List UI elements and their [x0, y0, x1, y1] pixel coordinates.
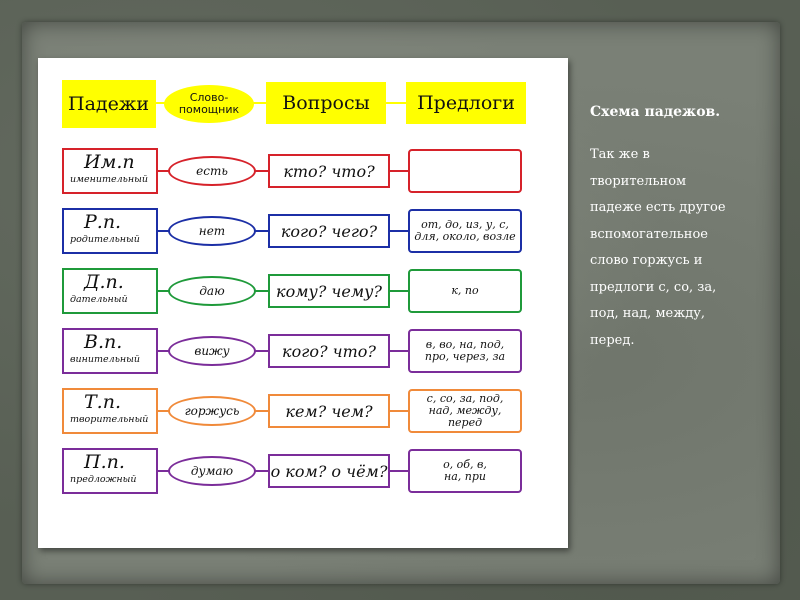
helper-word-oval: даю [168, 276, 256, 306]
case-box: В.п.винительный [62, 328, 158, 374]
header-questions: Вопросы [266, 82, 386, 124]
case-abbreviation: Р.п. [84, 211, 122, 233]
question-box: кого? что? [268, 334, 390, 368]
helper-word-oval: есть [168, 156, 256, 186]
preposition-line: над, между, [428, 404, 502, 417]
case-full-name: творительный [70, 414, 149, 425]
case-full-name: родительный [70, 234, 140, 245]
header-helper-line1: Слово- [189, 91, 229, 104]
prepositions-box: от, до, из, у, с,для, около, возле [408, 209, 522, 253]
panel-title: Схема падежов. [590, 104, 721, 120]
case-abbreviation: В.п. [84, 331, 123, 353]
prepositions-box: о, об, в,на, при [408, 449, 522, 493]
question-box: о ком? о чём? [268, 454, 390, 488]
case-abbreviation: Им.п [84, 151, 135, 173]
helper-word-oval: нет [168, 216, 256, 246]
prepositions-box: к, по [408, 269, 522, 313]
case-full-name: дательный [70, 294, 128, 305]
case-abbreviation: Д.п. [84, 271, 124, 293]
question-box: кого? чего? [268, 214, 390, 248]
preposition-line: к, по [451, 284, 479, 297]
header-helper-word: Слово- помощник [164, 85, 254, 123]
header-prepositions: Предлоги [406, 82, 526, 124]
helper-word-oval: вижу [168, 336, 256, 366]
preposition-line: о, об, в, [443, 458, 487, 471]
question-box: кому? чему? [268, 274, 390, 308]
header-helper-line2: помощник [178, 103, 240, 116]
preposition-line: перед [447, 416, 483, 429]
case-abbreviation: П.п. [84, 451, 125, 473]
preposition-line: про, через, за [424, 350, 506, 363]
question-box: кем? чем? [268, 394, 390, 428]
prepositions-box: в, во, на, под,про, через, за [408, 329, 522, 373]
case-box: П.п.предложный [62, 448, 158, 494]
case-box: Д.п.дательный [62, 268, 158, 314]
case-full-name: именительный [70, 174, 148, 185]
preposition-line: для, около, возле [414, 230, 516, 243]
preposition-line: в, во, на, под, [425, 338, 505, 351]
preposition-line: с, со, за, под, [426, 392, 504, 405]
case-full-name: винительный [70, 354, 140, 365]
case-scheme-table: Падежи Слово- помощник Вопросы Предлоги … [38, 58, 568, 548]
case-box: Р.п.родительный [62, 208, 158, 254]
prepositions-box [408, 149, 522, 193]
helper-word-oval: горжусь [168, 396, 256, 426]
question-box: кто? что? [268, 154, 390, 188]
preposition-line: от, до, из, у, с, [421, 218, 509, 231]
text-panel: Схема падежов. Так же в творительном пад… [590, 104, 770, 354]
case-abbreviation: Т.п. [84, 391, 121, 413]
prepositions-box: с, со, за, под,над, между,перед [408, 389, 522, 433]
preposition-line: на, при [443, 470, 486, 483]
helper-word-oval: думаю [168, 456, 256, 486]
header-cases: Падежи [62, 80, 156, 128]
case-full-name: предложный [70, 474, 137, 485]
panel-body: Так же в творительном падеже есть другое… [590, 147, 726, 348]
case-box: Т.п.творительный [62, 388, 158, 434]
